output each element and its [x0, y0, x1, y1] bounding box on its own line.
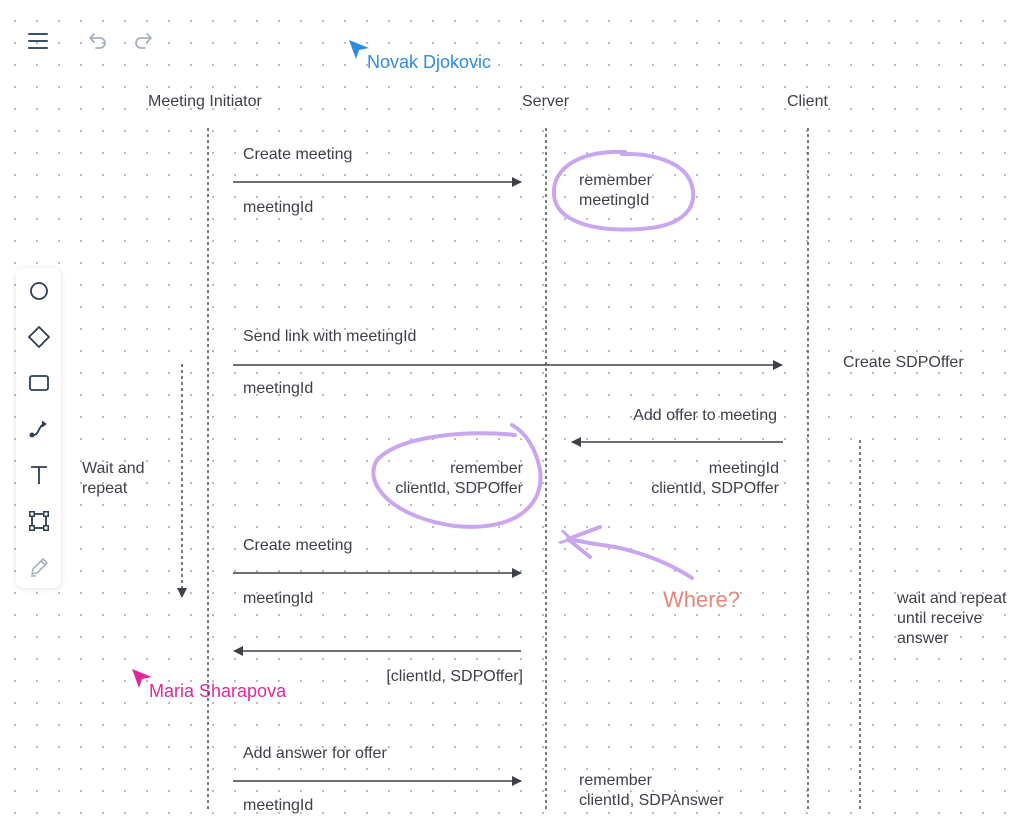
redo-icon[interactable]: [127, 25, 159, 57]
undo-icon[interactable]: [82, 25, 114, 57]
message-label[interactable]: meetingId: [243, 590, 314, 607]
message-label[interactable]: Create meeting: [243, 146, 353, 163]
message-label[interactable]: [clientId, SDPOffer]: [386, 668, 523, 685]
server-note[interactable]: remember clientId, SDPOffer: [395, 460, 523, 497]
frame-icon[interactable]: [22, 504, 55, 537]
tool-palette: [16, 268, 61, 588]
text-icon[interactable]: [22, 458, 55, 491]
cursor-pointer: [349, 40, 369, 59]
message-label[interactable]: Add offer to meeting: [633, 407, 777, 424]
where-annotation-arrow[interactable]: [570, 539, 694, 580]
message-label[interactable]: meetingId: [243, 797, 314, 814]
where-arrow-head: [566, 525, 602, 559]
where-annotation[interactable]: Where?: [663, 587, 741, 612]
message-label[interactable]: Create meeting: [243, 537, 353, 554]
lane-header-client: Client: [787, 93, 828, 110]
highlight-ellipse-client[interactable]: [371, 423, 543, 529]
rectangle-icon[interactable]: [22, 366, 55, 399]
client-note[interactable]: Create SDPOffer: [843, 354, 964, 371]
server-note[interactable]: remember meetingId: [579, 172, 652, 209]
loop-note[interactable]: Wait and repeat: [82, 460, 145, 497]
pencil-icon[interactable]: [22, 550, 55, 583]
highlight-ellipse-meeting[interactable]: [551, 149, 696, 232]
server-note[interactable]: remember clientId, SDPAnswer: [579, 772, 724, 809]
message-label[interactable]: meetingId: [243, 199, 314, 216]
message-label[interactable]: meetingId: [243, 380, 314, 397]
connector-icon[interactable]: [22, 412, 55, 445]
circle-icon[interactable]: [22, 274, 55, 307]
lane-header-initiator: Meeting Initiator: [148, 93, 262, 110]
diamond-icon[interactable]: [22, 320, 55, 353]
collaborator-name: Maria Sharapova: [149, 681, 287, 701]
message-label[interactable]: Add answer for offer: [243, 745, 387, 762]
collaborator-name: Novak Djokovic: [367, 52, 492, 72]
cursor-pointer: [132, 669, 152, 688]
cursor-arrow-icon: [130, 667, 154, 696]
client-note[interactable]: wait and repeat until receive answer: [897, 590, 1007, 647]
lane-header-server: Server: [522, 93, 570, 110]
cursor-arrow-icon: [347, 38, 371, 67]
message-label[interactable]: meetingId clientId, SDPOffer: [651, 460, 779, 497]
message-label[interactable]: Send link with meetingId: [243, 328, 417, 345]
hamburger-menu-icon[interactable]: [22, 25, 54, 57]
